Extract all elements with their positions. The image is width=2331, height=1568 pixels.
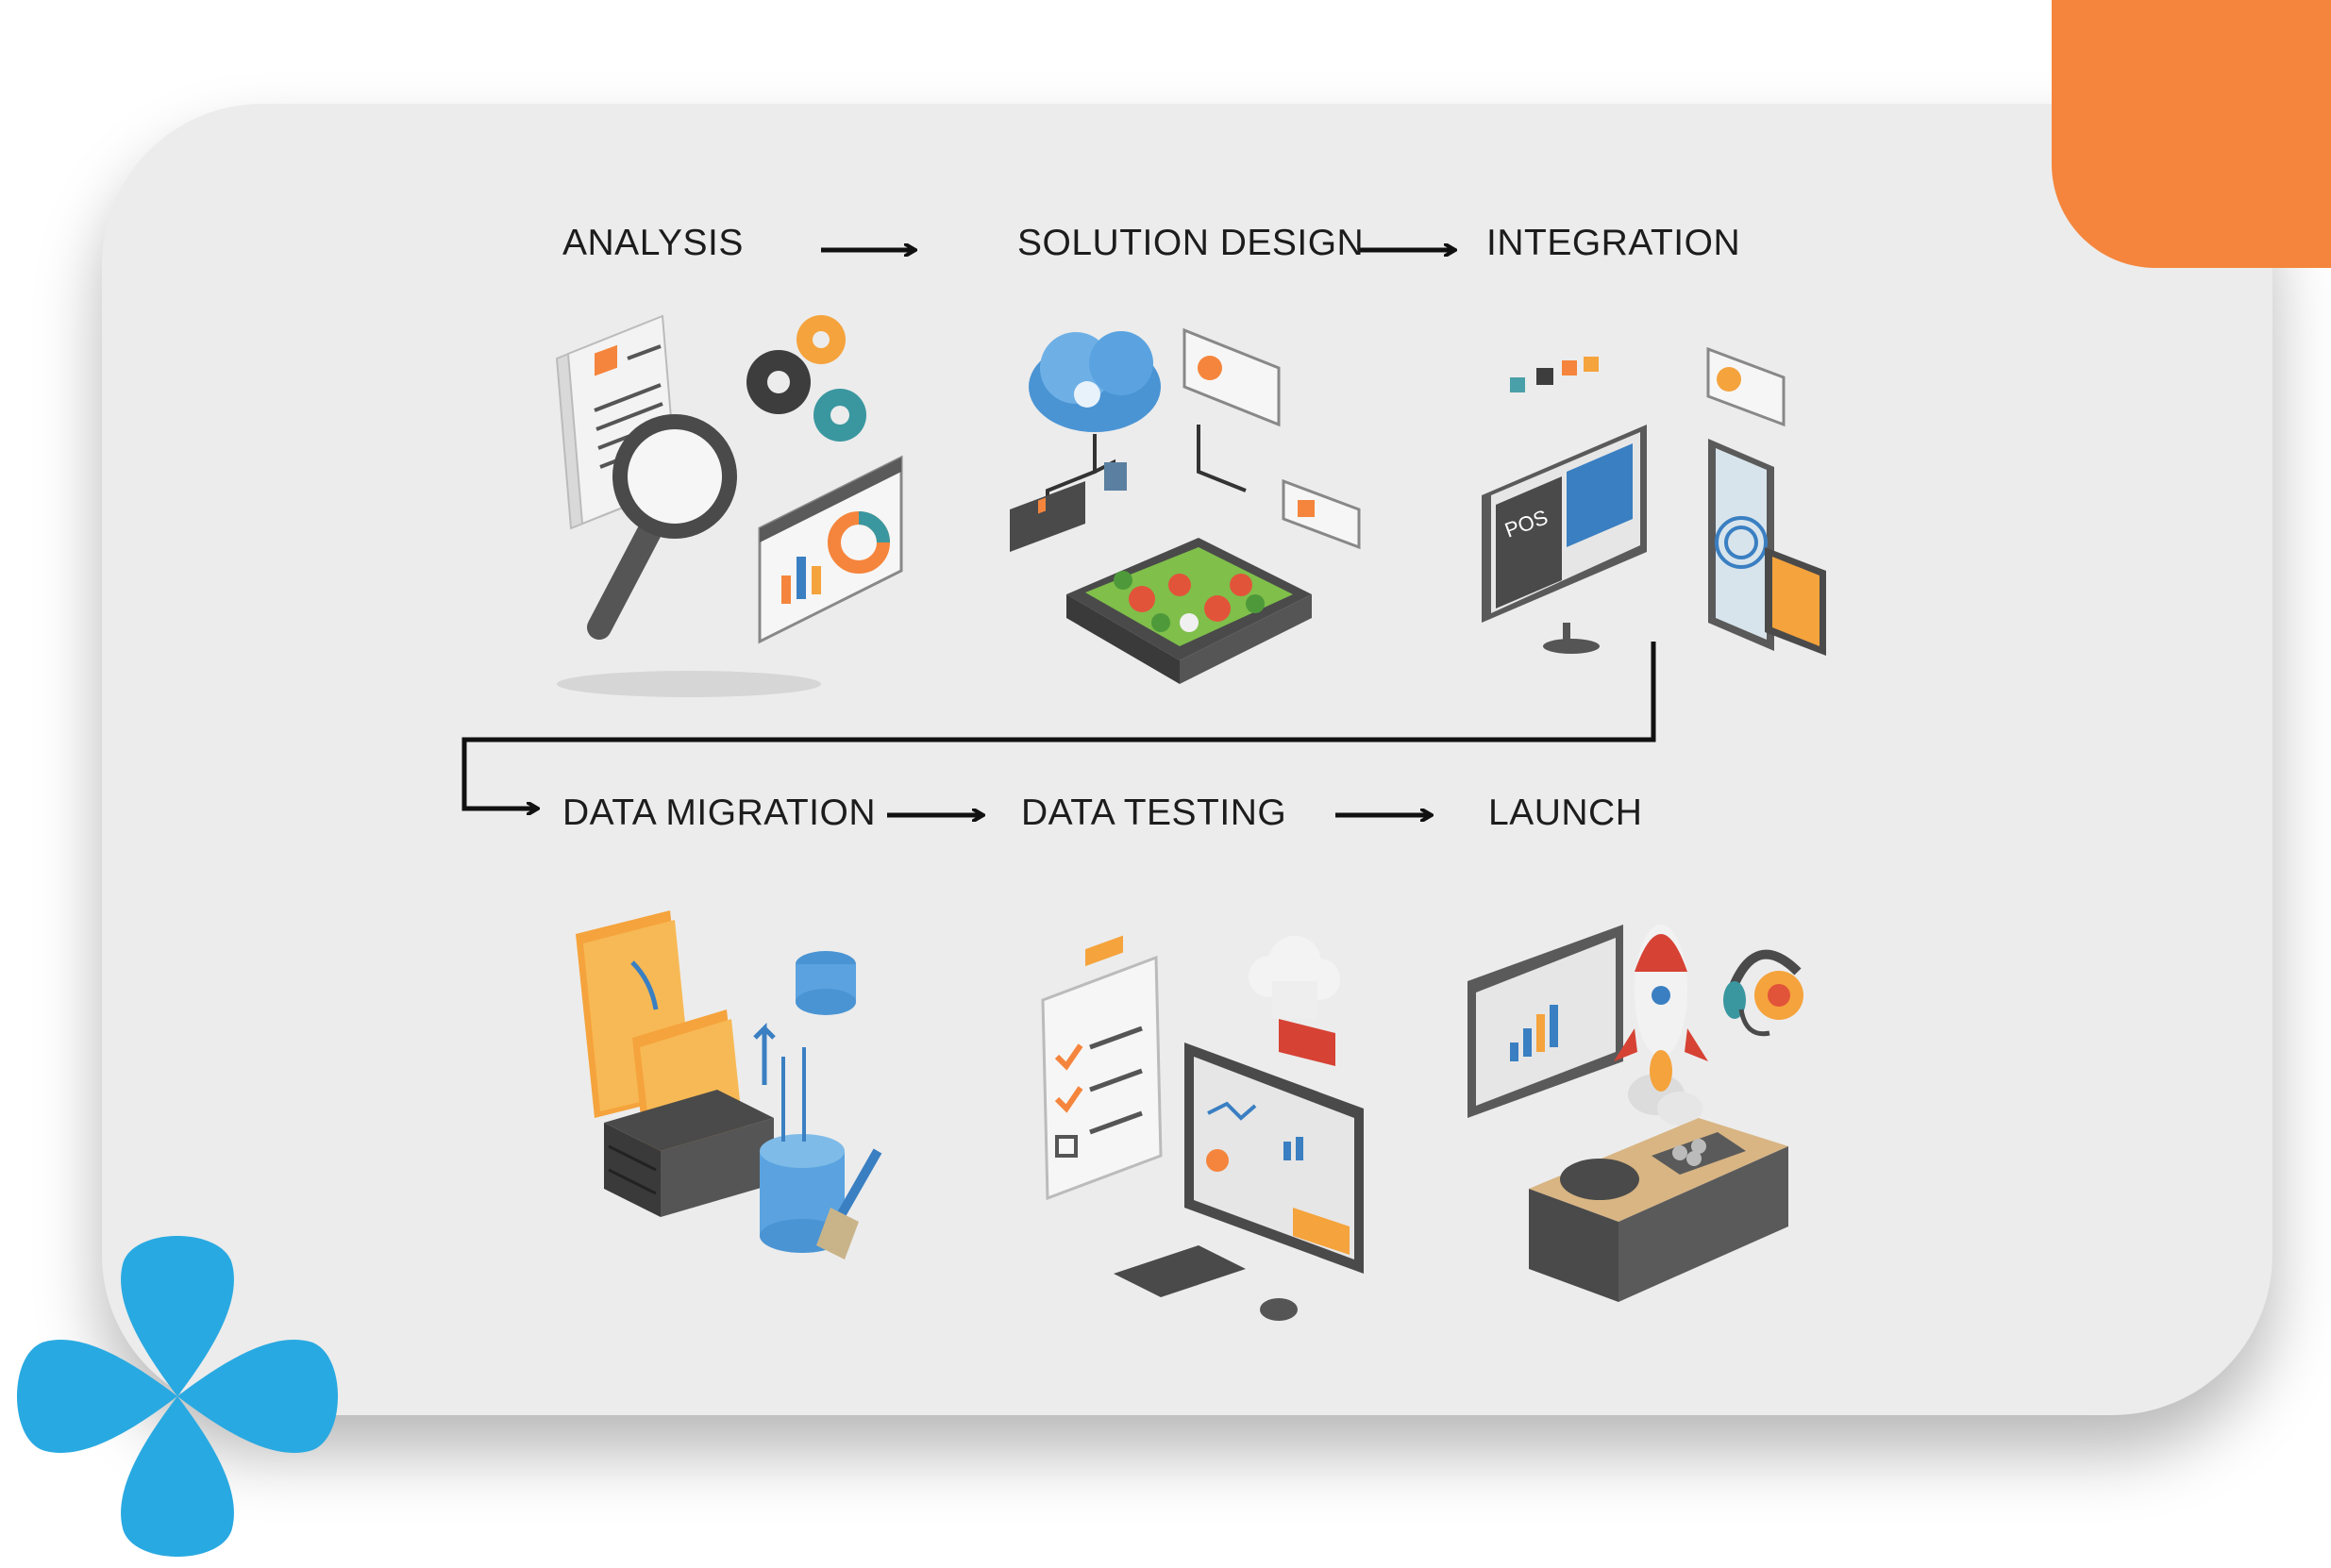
- checklist-icon: [1041, 935, 1163, 1201]
- solution-design-illustration: [1010, 327, 1361, 684]
- launch-illustration: [1467, 925, 1803, 1302]
- server-icon: [604, 1090, 774, 1217]
- food-tray-icon: [1066, 538, 1312, 684]
- pos-terminal-icon: POS: [1482, 425, 1647, 654]
- step-label-launch: LAUNCH: [1488, 792, 1643, 833]
- cloud-icon: [1029, 331, 1161, 432]
- rocket-icon: [1614, 925, 1708, 1126]
- blue-clover-decoration: [17, 1236, 338, 1557]
- chart-icon: [758, 455, 903, 644]
- gear-icon: [746, 315, 866, 442]
- data-migration-illustration: [576, 910, 882, 1259]
- step-label-data-testing: DATA TESTING: [1021, 792, 1287, 833]
- headset-icon: [1723, 949, 1803, 1037]
- analysis-illustration: [555, 314, 903, 697]
- kitchen-counter-icon: [1529, 1118, 1788, 1302]
- chef-hat-icon: [1249, 936, 1340, 1066]
- connector-integration-to-migration: [461, 642, 1656, 809]
- orange-corner-decoration: [2052, 0, 2331, 268]
- data-testing-illustration: [1041, 935, 1364, 1321]
- magnifier-icon: [587, 414, 737, 640]
- step-label-solution-design: SOLUTION DESIGN: [1017, 223, 1365, 263]
- step-label-data-migration: DATA MIGRATION: [562, 792, 877, 833]
- integration-illustration: POS: [1482, 346, 1826, 656]
- step-label-analysis: ANALYSIS: [562, 223, 744, 263]
- fingerprint-tablet-icon: [1706, 346, 1826, 656]
- monitor-icon: [1114, 1043, 1364, 1321]
- step-label-integration: INTEGRATION: [1486, 223, 1741, 263]
